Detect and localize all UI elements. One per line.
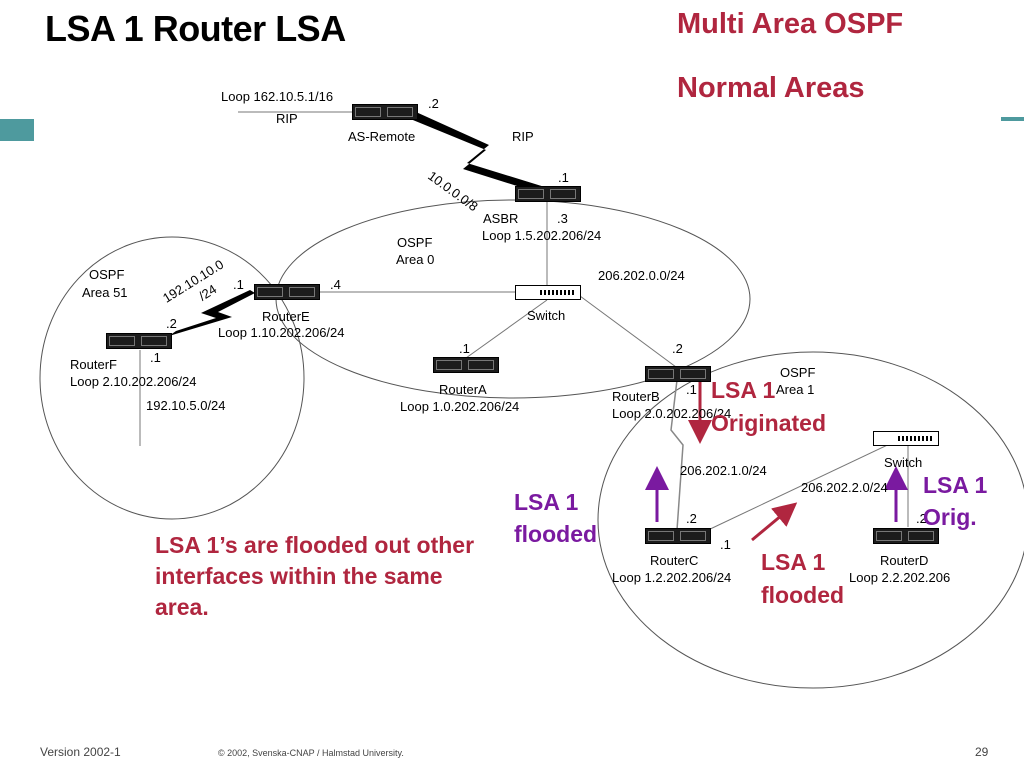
serial-link-area51 bbox=[169, 290, 255, 336]
router-f-name: RouterF bbox=[70, 357, 117, 372]
asbr-name: ASBR bbox=[483, 211, 519, 226]
rip-label-left: RIP bbox=[276, 111, 298, 126]
callout-orig-d-line1: LSA 1 bbox=[923, 472, 988, 498]
footer-copyright: © 2002, Svenska-CNAP / Halmstad Universi… bbox=[218, 748, 404, 758]
router-a-name: RouterA bbox=[439, 382, 487, 397]
router-c-top-intf: .2 bbox=[686, 511, 697, 526]
router-e-name: RouterE bbox=[262, 309, 310, 324]
switch-area0[interactable] bbox=[515, 285, 581, 300]
router-e-eth-intf: .4 bbox=[330, 277, 341, 292]
switch-area1-label: Switch bbox=[884, 455, 923, 470]
area0-line1: OSPF bbox=[397, 235, 433, 250]
area1-line2: Area 1 bbox=[776, 382, 815, 397]
area0-lan-label: 206.202.0.0/24 bbox=[598, 268, 685, 283]
callout-originated-line2: Originated bbox=[711, 410, 827, 436]
router-d[interactable] bbox=[873, 528, 939, 544]
left-tab-decoration bbox=[0, 119, 34, 141]
footer-version: Version 2002-1 bbox=[40, 745, 121, 759]
lan-link bbox=[465, 299, 548, 359]
router-b[interactable] bbox=[645, 366, 711, 382]
switch-area1[interactable] bbox=[873, 431, 939, 446]
subtitle-line2: Normal Areas bbox=[677, 72, 865, 104]
flooding-note: LSA 1’s are flooded out other interfaces… bbox=[155, 532, 475, 620]
as-remote-loop: Loop 162.10.5.1/16 bbox=[221, 89, 334, 104]
router-e-loop: Loop 1.10.202.206/24 bbox=[218, 325, 345, 340]
callout-flooded-c-line2: flooded bbox=[514, 521, 598, 547]
rip-label-right: RIP bbox=[512, 129, 534, 144]
area0-line2: Area 0 bbox=[396, 252, 435, 267]
area1-boundary bbox=[597, 351, 1024, 689]
router-b-name: RouterB bbox=[612, 389, 660, 404]
page-title: LSA 1 Router LSA bbox=[45, 8, 346, 49]
router-d-intf: .2 bbox=[916, 511, 927, 526]
router-f-serial-intf: .2 bbox=[166, 316, 177, 331]
serial-link-wan bbox=[408, 112, 548, 192]
area1-line1: OSPF bbox=[780, 365, 816, 380]
area51-line2: Area 51 bbox=[82, 285, 128, 300]
router-a[interactable] bbox=[433, 357, 499, 373]
lan-link bbox=[579, 295, 677, 368]
page-number: 29 bbox=[975, 745, 989, 759]
asbr-eth-intf: .3 bbox=[557, 211, 568, 226]
area1-lan-label: 206.202.2.0/24 bbox=[801, 480, 888, 495]
router-a-intf: .1 bbox=[459, 341, 470, 356]
serial-link-area1 bbox=[670, 379, 684, 531]
right-tab-decoration bbox=[1001, 117, 1024, 121]
asbr-loop: Loop 1.5.202.206/24 bbox=[482, 228, 602, 243]
router-f[interactable] bbox=[106, 333, 172, 349]
as-remote-name: AS-Remote bbox=[348, 129, 416, 144]
router-b-loop: Loop 2.0.202.206/24 bbox=[612, 406, 732, 421]
router-c[interactable] bbox=[645, 528, 711, 544]
router-d-name: RouterD bbox=[880, 553, 929, 568]
switch-area0-label: Switch bbox=[527, 308, 566, 323]
router-e-serial-intf: .1 bbox=[233, 277, 244, 292]
router-d-loop: Loop 2.2.202.206 bbox=[849, 570, 951, 585]
flooded-arrow-lan bbox=[751, 502, 798, 542]
subtitle-line1: Multi Area OSPF bbox=[677, 8, 904, 40]
callout-flooded-c-line1: LSA 1 bbox=[514, 489, 579, 515]
as-remote-intf: .2 bbox=[428, 96, 439, 111]
area51-lan-label: 192.10.5.0/24 bbox=[146, 398, 226, 413]
router-c-loop: Loop 1.2.202.206/24 bbox=[612, 570, 732, 585]
area51-boundary bbox=[39, 236, 305, 520]
router-asbr[interactable] bbox=[515, 186, 581, 202]
callout-flooded-mid-line1: LSA 1 bbox=[761, 549, 826, 575]
router-b-bottom-intf: .1 bbox=[686, 382, 697, 397]
router-f-eth-intf: .1 bbox=[150, 350, 161, 365]
router-c-name: RouterC bbox=[650, 553, 699, 568]
lan-link bbox=[705, 440, 897, 532]
router-as-remote[interactable] bbox=[352, 104, 418, 120]
router-c-right-intf: .1 bbox=[720, 537, 731, 552]
callout-flooded-mid-line2: flooded bbox=[761, 582, 845, 608]
router-a-loop: Loop 1.0.202.206/24 bbox=[400, 399, 520, 414]
router-b-top-intf: .2 bbox=[672, 341, 683, 356]
area1-serial-label: 206.202.1.0/24 bbox=[680, 463, 767, 478]
router-e[interactable] bbox=[254, 284, 320, 300]
area51-line1: OSPF bbox=[89, 267, 125, 282]
asbr-serial-intf: .1 bbox=[558, 170, 569, 185]
callout-orig-d-line2: Orig. bbox=[923, 504, 977, 530]
callout-originated-line1: LSA 1 bbox=[711, 377, 776, 403]
router-f-loop: Loop 2.10.202.206/24 bbox=[70, 374, 197, 389]
